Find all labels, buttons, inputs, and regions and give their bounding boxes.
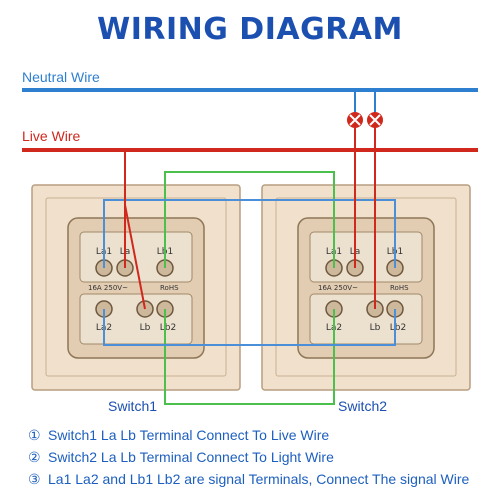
page-title: WIRING DIAGRAM bbox=[97, 12, 403, 47]
live-wire-label: Live Wire bbox=[22, 128, 81, 144]
live-feed-switch1-lb bbox=[124, 150, 146, 310]
switch1-plate bbox=[31, 184, 241, 391]
switch1-label: Switch1 bbox=[108, 398, 158, 414]
cert-label: RoHS bbox=[390, 284, 409, 292]
switch2-label: Switch2 bbox=[338, 398, 388, 414]
signal-wire-lb bbox=[103, 199, 396, 346]
switch2-plate bbox=[261, 184, 471, 391]
note-item: ① Switch1 La Lb Terminal Connect To Live … bbox=[28, 424, 488, 446]
note-item: ② Switch2 La Lb Terminal Connect To Light… bbox=[28, 446, 488, 468]
rating-label: 16A 250V~ bbox=[88, 284, 128, 292]
terminal-label: Lb2 bbox=[390, 323, 406, 333]
note-number: ② bbox=[28, 449, 41, 465]
cert-label: RoHS bbox=[160, 284, 179, 292]
note-text: Switch1 La Lb Terminal Connect To Live W… bbox=[48, 427, 330, 443]
terminal-label: Lb2 bbox=[160, 323, 176, 333]
signal-wire-la bbox=[164, 171, 335, 405]
note-number: ③ bbox=[28, 471, 41, 487]
lamp-icon bbox=[367, 112, 383, 128]
notes-list: ① Switch1 La Lb Terminal Connect To Live … bbox=[28, 424, 488, 490]
rating-label: 16A 250V~ bbox=[318, 284, 358, 292]
lamp-icon bbox=[347, 112, 363, 128]
terminal-label: Lb bbox=[370, 323, 381, 333]
neutral-wire-label: Neutral Wire bbox=[22, 69, 100, 85]
note-item: ③ La1 La2 and Lb1 Lb2 are signal Terminal… bbox=[28, 468, 488, 490]
note-text: La1 La2 and Lb1 Lb2 are signal Terminals… bbox=[48, 471, 470, 487]
note-number: ① bbox=[28, 427, 41, 443]
terminal-label: Lb bbox=[140, 323, 151, 333]
note-text: Switch2 La Lb Terminal Connect To Light … bbox=[48, 449, 334, 465]
